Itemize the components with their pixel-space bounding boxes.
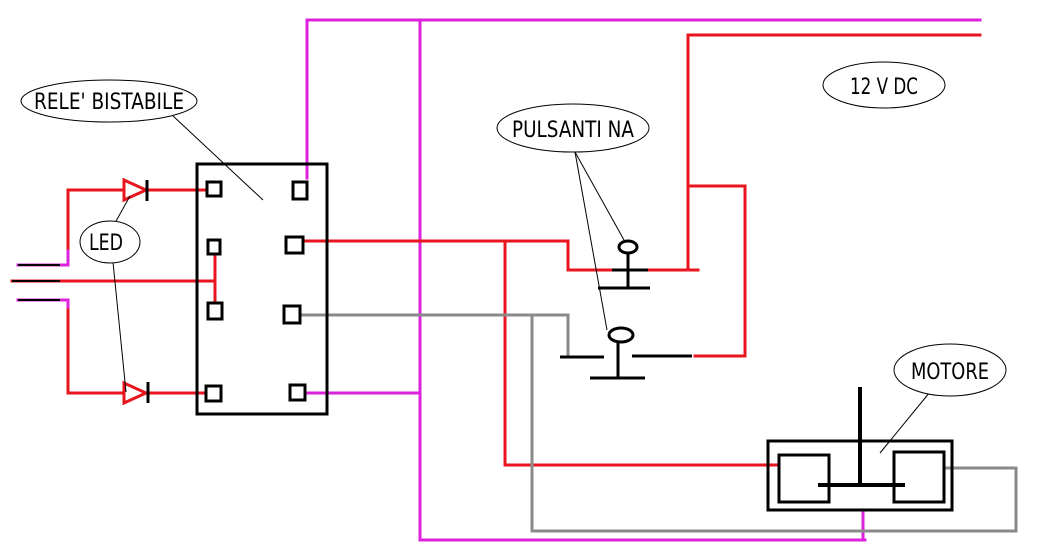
relay-pin-2 — [291, 180, 309, 201]
red-supply-branch — [686, 184, 747, 358]
red-led2-wire — [66, 308, 207, 395]
left-stubs — [12, 264, 60, 301]
push-button-1 — [598, 239, 650, 290]
motor-terminal-right — [892, 450, 946, 504]
red-button1-left — [566, 239, 614, 272]
relay-callout: RELE' BISTABILE — [20, 79, 198, 123]
magenta-top-bus — [305, 18, 982, 180]
supply-callout: 12 V DC — [822, 61, 946, 109]
motor — [766, 387, 954, 512]
led-leader-top — [114, 195, 131, 224]
motor-terminal-left — [777, 453, 831, 504]
relay-leader — [171, 114, 264, 201]
relay-pin-3 — [206, 238, 222, 256]
button-leader-2 — [574, 151, 608, 331]
red-led1-wire — [66, 188, 207, 250]
gray-button2-left — [566, 313, 604, 359]
buttons-callout: PULSANTI NA — [496, 103, 650, 153]
red-to-motor — [503, 239, 782, 467]
magenta-left-upper — [16, 246, 70, 267]
led-label: LED — [89, 231, 123, 256]
button-leader-1 — [574, 151, 625, 241]
motor-label: MOTORE — [911, 360, 989, 385]
relay-pin-7 — [204, 384, 223, 403]
supply-label: 12 V DC — [850, 75, 918, 100]
magenta-left-lower — [16, 298, 70, 312]
gray-to-bottom — [530, 313, 1018, 533]
relay-label: RELE' BISTABILE — [34, 90, 184, 115]
led-diode-bottom — [122, 380, 150, 406]
led-diode-top — [122, 177, 150, 203]
buttons-label: PULSANTI NA — [512, 118, 634, 143]
motor-callout: MOTORE — [893, 343, 1007, 397]
relay-pin-4 — [284, 235, 305, 255]
push-button-2 — [560, 326, 692, 380]
led-callout: LED — [79, 220, 141, 264]
relay-body — [195, 162, 329, 416]
relay-pin-6 — [282, 304, 302, 325]
relay-pin-1 — [205, 180, 223, 198]
relay — [195, 162, 329, 416]
relay-pin-8 — [288, 383, 307, 402]
leader-lines — [112, 114, 931, 454]
relay-pin-5 — [206, 301, 224, 321]
led-leader-bottom — [112, 261, 127, 393]
motor-leader — [879, 391, 931, 454]
